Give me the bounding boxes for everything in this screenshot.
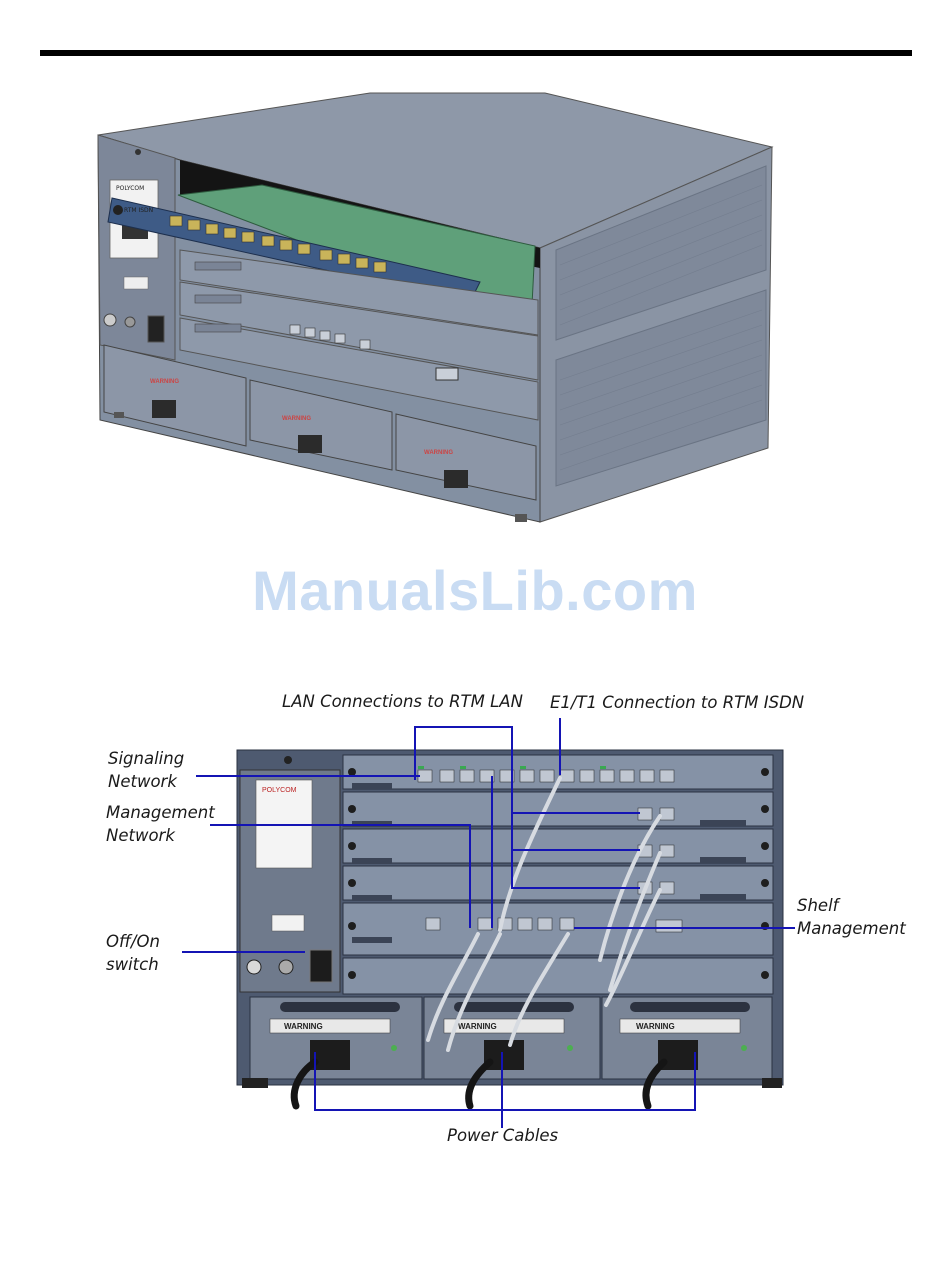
rear-slot-1: [343, 755, 773, 789]
rear-slot-2: [343, 792, 773, 826]
callout-offon-switch: Off/On switch: [106, 930, 160, 976]
ground-knob: [104, 314, 116, 326]
rear-psu-1: [250, 997, 422, 1079]
rear-psu3-warning: WARNING: [636, 1022, 675, 1031]
power-cable-2: [469, 1062, 490, 1106]
rear-slot-3: [343, 829, 773, 863]
rear-psu1-warning: WARNING: [284, 1022, 323, 1031]
rear-chassis-body: [237, 750, 783, 1085]
rear-psu-3: [602, 997, 772, 1079]
rear-psu2-warning: WARNING: [458, 1022, 497, 1031]
signaling-line1: Signaling: [108, 747, 184, 770]
callout-shelf-management: Shelf Management: [797, 894, 906, 940]
shelf-line2: Management: [797, 917, 906, 940]
offon-line2: switch: [106, 953, 160, 976]
shelf-line1: Shelf: [797, 894, 906, 917]
earth-terminal: [125, 317, 135, 327]
watermark: ManualsLib.com: [0, 558, 950, 623]
serial-port: [436, 368, 458, 380]
rear-ground-knob: [247, 960, 261, 974]
chassis-3d-illustration: POLYCOM RTM ISDN WARNING: [0, 0, 950, 540]
power-switch: [148, 316, 164, 342]
power-cable-3: [646, 1062, 664, 1106]
rear-slot-5: [343, 903, 773, 955]
rear-earth-terminal: [279, 960, 293, 974]
power-cable-1: [294, 1062, 315, 1106]
rear-slot-4: [343, 866, 773, 900]
callout-management-network: Management Network: [106, 801, 215, 847]
callout-e1t1-connection: E1/T1 Connection to RTM ISDN: [550, 691, 804, 714]
callout-power-cables: Power Cables: [447, 1124, 558, 1147]
rear-power-switch: [310, 950, 332, 982]
signaling-line2: Network: [108, 770, 184, 793]
management-line1: Management: [106, 801, 215, 824]
sticker-logo: POLYCOM: [116, 185, 144, 192]
psu2-warning: WARNING: [282, 416, 311, 422]
callout-signaling-network: Signaling Network: [108, 747, 184, 793]
callout-lines: [182, 718, 795, 1128]
callout-lan-connections: LAN Connections to RTM LAN: [282, 690, 523, 713]
psu1-warning: WARNING: [150, 379, 179, 385]
rtm-label: RTM ISDN: [124, 207, 153, 214]
rear-polycom-sticker: [256, 780, 312, 868]
management-line2: Network: [106, 824, 215, 847]
rear-rtm-ports: [418, 770, 674, 782]
rear-psu-2: [424, 997, 600, 1079]
psu3-warning: WARNING: [424, 450, 453, 456]
rear-slot-blank: [343, 958, 773, 994]
rear-left-panel: [240, 770, 340, 992]
offon-line1: Off/On: [106, 930, 160, 953]
rear-logo: POLYCOM: [262, 787, 297, 794]
